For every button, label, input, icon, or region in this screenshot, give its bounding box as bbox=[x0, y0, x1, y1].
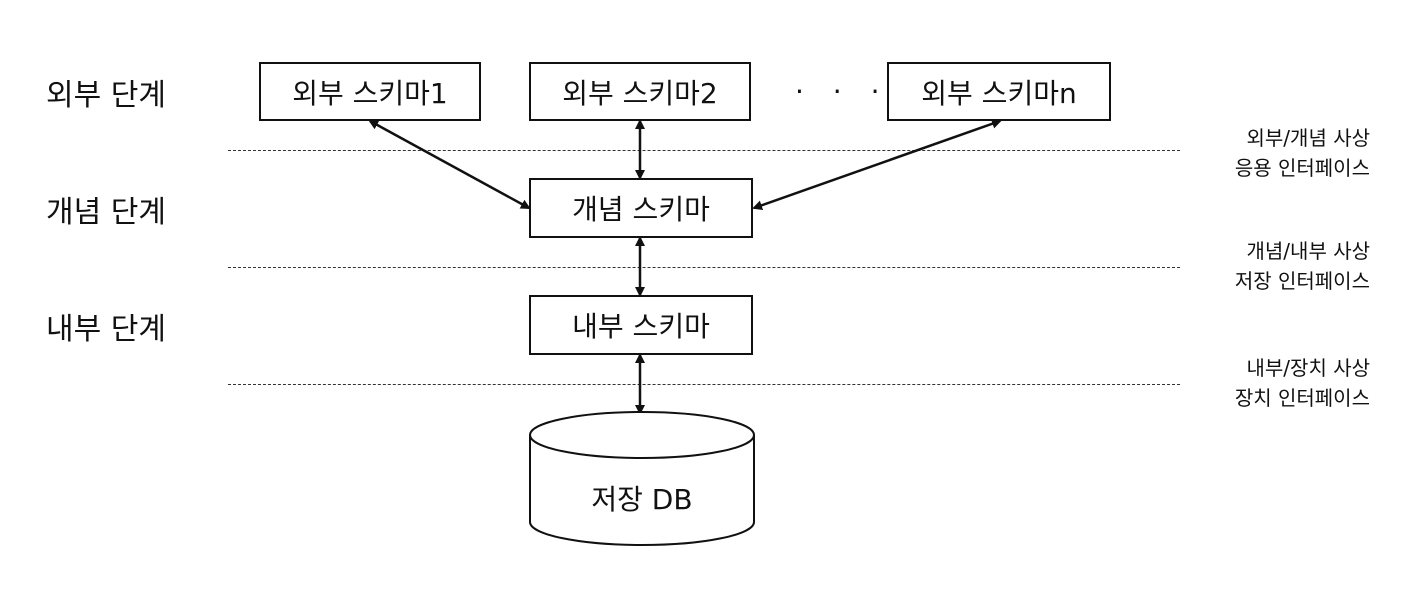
mapping-conceptual-internal-line1: 개념/내부 사상 bbox=[1246, 239, 1371, 263]
mapping-conceptual-internal: 개념/내부 사상 저장 인터페이스 bbox=[1235, 236, 1370, 296]
separator-internal-device bbox=[228, 384, 1180, 385]
level-label-external: 외부 단계 bbox=[46, 78, 166, 113]
mapping-external-conceptual: 외부/개념 사상 응용 인터페이스 bbox=[1235, 123, 1370, 183]
mapping-conceptual-internal-line2: 저장 인터페이스 bbox=[1234, 269, 1370, 293]
arrow-external1-conceptual bbox=[368, 119, 531, 210]
mapping-internal-device-line2: 장치 인터페이스 bbox=[1234, 386, 1370, 410]
mapping-external-conceptual-line1: 외부/개념 사상 bbox=[1246, 126, 1371, 150]
separator-external-conceptual bbox=[228, 150, 1180, 151]
external-schema-n-box: 외부 스키마n bbox=[887, 62, 1111, 121]
database-cylinder-icon bbox=[529, 411, 755, 546]
external-schema-1-box: 외부 스키마1 bbox=[259, 62, 481, 121]
level-label-conceptual: 개념 단계 bbox=[46, 195, 166, 230]
ellipsis: · · · bbox=[795, 75, 890, 108]
mapping-internal-device: 내부/장치 사상 장치 인터페이스 bbox=[1235, 353, 1370, 413]
level-label-internal: 내부 단계 bbox=[46, 312, 166, 347]
mapping-external-conceptual-line2: 응용 인터페이스 bbox=[1234, 156, 1370, 180]
storage-db-label: 저장 DB bbox=[591, 483, 693, 516]
internal-schema-box: 내부 스키마 bbox=[529, 295, 753, 355]
arrow-externaln-conceptual bbox=[752, 118, 1002, 211]
mapping-internal-device-line1: 내부/장치 사상 bbox=[1246, 356, 1371, 380]
separator-conceptual-internal bbox=[228, 267, 1180, 268]
external-schema-2-box: 외부 스키마2 bbox=[529, 62, 751, 121]
conceptual-schema-box: 개념 스키마 bbox=[529, 178, 753, 238]
